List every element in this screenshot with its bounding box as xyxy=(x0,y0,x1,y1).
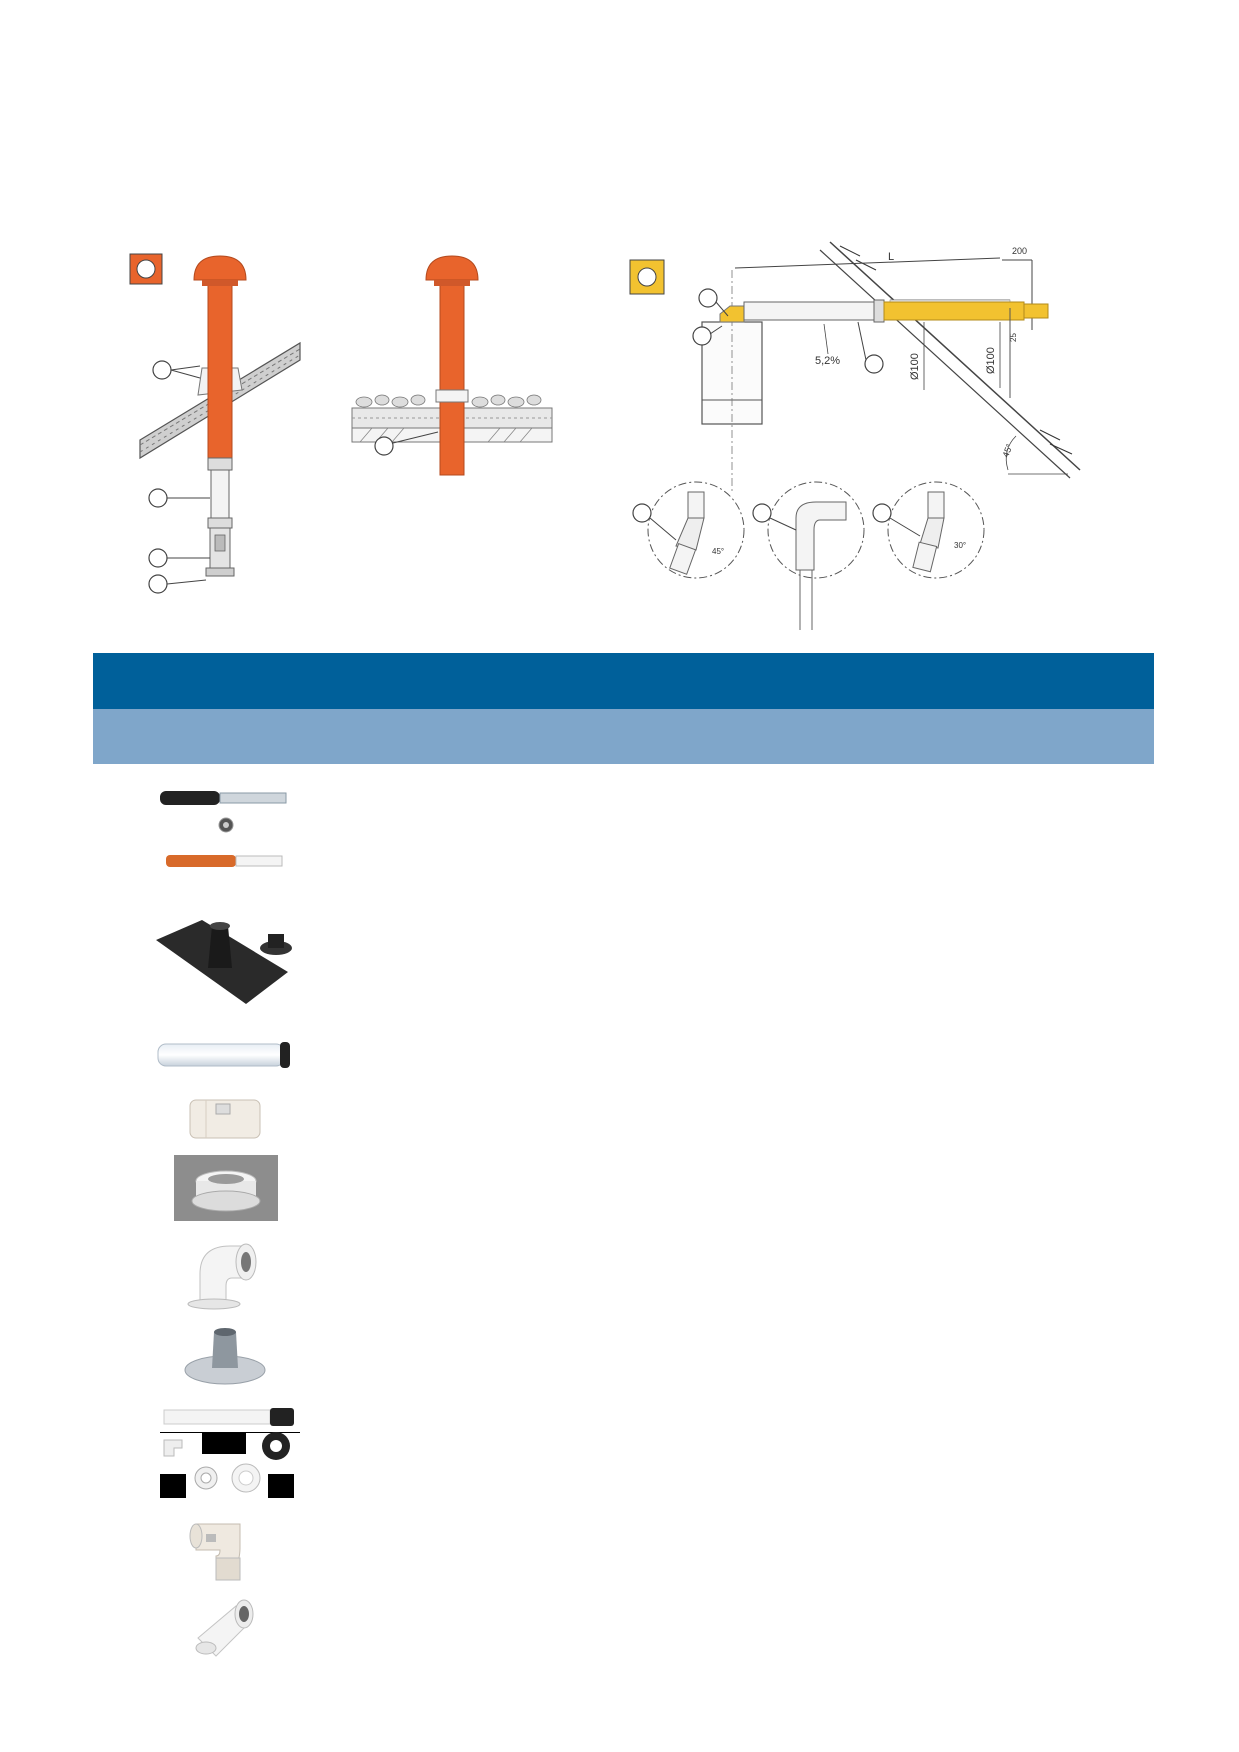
flat-roof-diagram xyxy=(351,255,553,476)
orange-square-circle-icon xyxy=(129,253,163,285)
elbow-angle-2: 30° xyxy=(954,541,966,550)
elbow-detail-30: 30° xyxy=(872,481,985,579)
flue-extension-pipe-icon xyxy=(157,1042,290,1068)
horizontal-flue-diagram: L 200 5,2% Ø100 Ø100 25 45° 45° xyxy=(629,241,1081,630)
yellow-square-circle-icon xyxy=(629,259,665,295)
table-header-dark xyxy=(93,653,1154,709)
vertical-flue-terminal-kit-icon xyxy=(160,791,287,867)
table-header-light xyxy=(93,709,1154,764)
elbow-45-icon xyxy=(195,1599,254,1657)
horizontal-flue-kit-icon xyxy=(160,1408,300,1498)
gap-label: 25 xyxy=(1009,333,1018,342)
callout-circles xyxy=(148,360,172,594)
elbow-detail-45: 45° xyxy=(632,481,745,579)
diameter-label-2: Ø100 xyxy=(985,347,997,374)
elbow-90-inspection-icon xyxy=(189,1523,241,1581)
pitched-roof-flashing-icon xyxy=(156,920,292,1004)
inspection-section-icon xyxy=(189,1099,261,1139)
elbow-angle-1: 45° xyxy=(712,547,724,556)
diameter-label-1: Ø100 xyxy=(909,353,921,380)
length-label: L xyxy=(888,251,894,263)
slope-label: 5,2% xyxy=(815,355,840,367)
elbow-90-icon xyxy=(187,1243,257,1310)
vertical-flue-diagram xyxy=(129,253,553,594)
boiler-adapter-icon xyxy=(174,1155,278,1221)
offset-label: 200 xyxy=(1012,246,1027,256)
flat-roof-flashing-icon xyxy=(184,1328,266,1385)
elbow-detail-90 xyxy=(752,481,865,630)
